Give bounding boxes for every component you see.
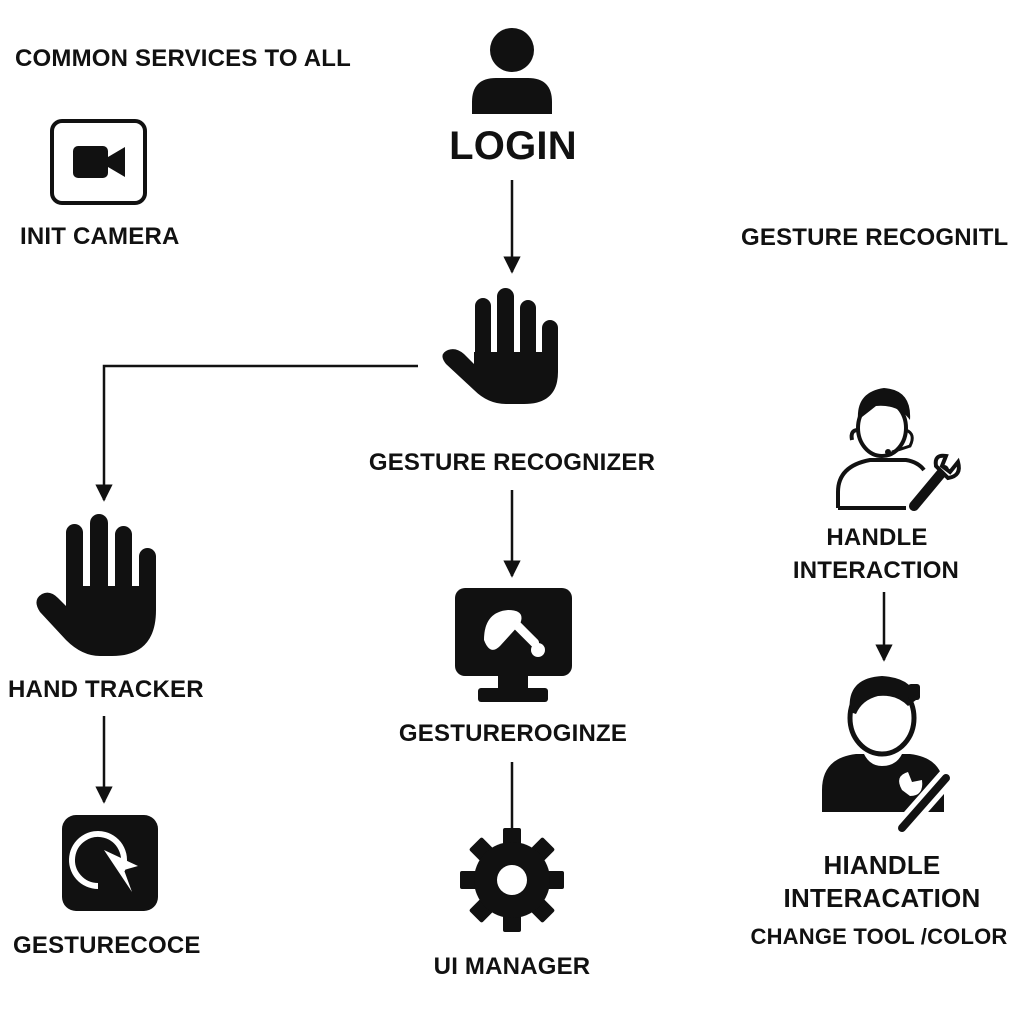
hand-tracker-label: HAND TRACKER [8, 676, 204, 703]
arrow-recognizer-to-hand-tracker [95, 364, 418, 502]
gesture-recognitl-label: GESTURE RECOGNITL [741, 224, 1009, 251]
gestureroginze-label: GESTUREROGINZE [398, 720, 628, 747]
handle-label-2: HIANDLE [823, 850, 941, 880]
init-camera-label: INIT CAMERA [20, 223, 180, 250]
user-icon [472, 28, 552, 114]
support-agent-wrench-icon [836, 388, 961, 511]
interaction-label-2: INTERACATION [783, 883, 981, 913]
ui-manager-label: UI MANAGER [433, 953, 591, 980]
interaction-label-1: INTERACTION [792, 557, 960, 584]
change-tool-color-label: CHANGE TOOL /COLOR [750, 924, 1008, 949]
gesture-recognizer-label: GESTURE RECOGNIZER [368, 449, 656, 476]
raised-hand-icon [442, 288, 558, 404]
common-services-label: COMMON SERVICES TO ALL [15, 45, 351, 72]
raised-hand-icon [36, 514, 156, 656]
handle-label-1: HANDLE [826, 524, 928, 551]
video-camera-icon [50, 119, 147, 205]
login-label: LOGIN [449, 124, 577, 168]
gesturecoce-label: GESTURECOCE [13, 932, 201, 959]
person-tools-icon [822, 676, 955, 837]
gear-icon [460, 828, 564, 932]
gesture-app-icon [62, 815, 158, 911]
monitor-brush-icon [455, 588, 572, 702]
